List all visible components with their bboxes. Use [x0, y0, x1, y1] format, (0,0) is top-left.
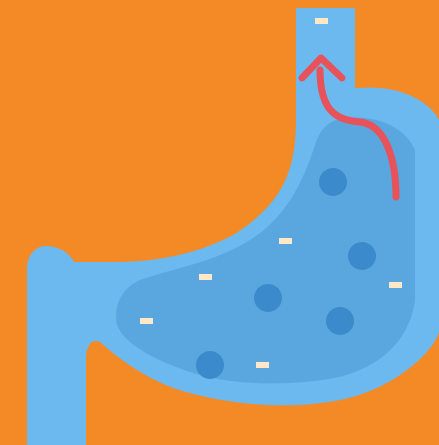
- food-particle: [389, 282, 402, 288]
- food-particle: [140, 318, 153, 324]
- acid-bubble: [348, 242, 376, 270]
- food-particle: [199, 274, 212, 280]
- acid-bubble: [319, 168, 347, 196]
- acid-bubble: [326, 307, 354, 335]
- food-particle: [315, 18, 328, 24]
- food-particle: [256, 362, 269, 368]
- acid-bubble: [254, 284, 282, 312]
- food-particle: [279, 238, 292, 244]
- acid-bubble: [196, 351, 224, 379]
